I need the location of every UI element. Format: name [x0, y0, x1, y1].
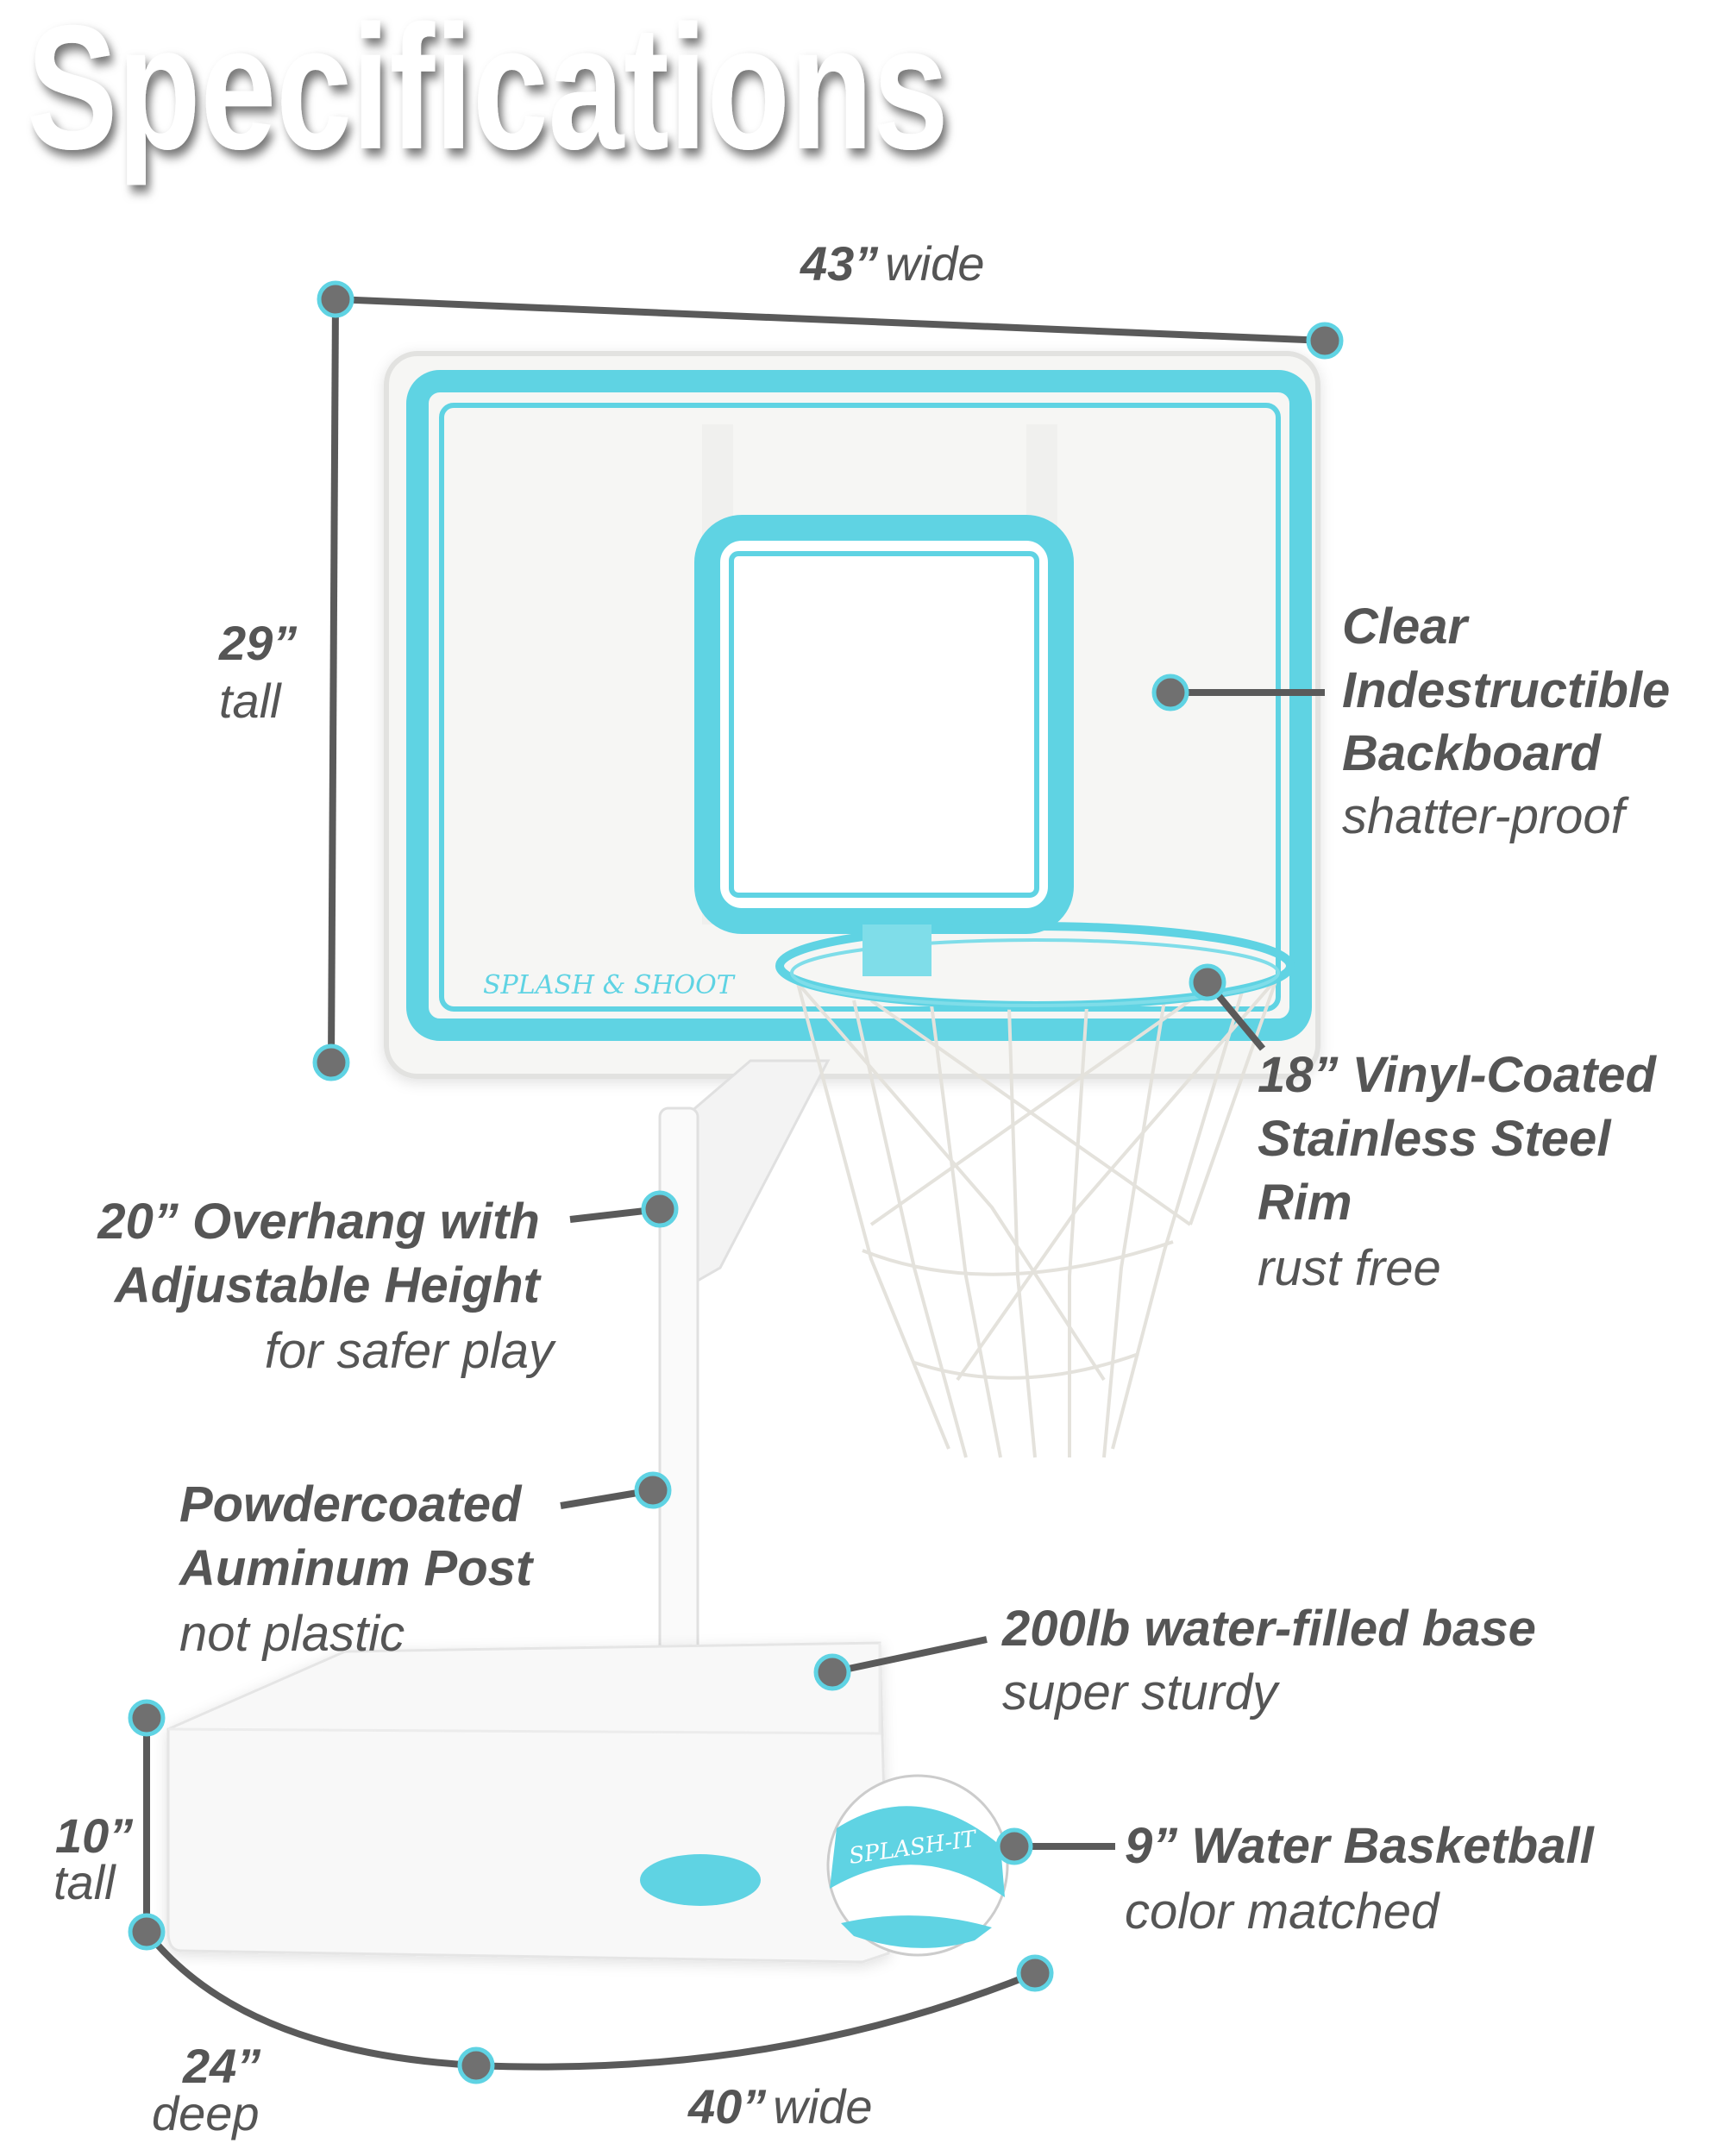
dimension-lines — [143, 296, 1326, 2071]
marker-dot — [317, 280, 354, 318]
backboard-height-label: 29” tall — [218, 616, 310, 728]
backboard-logo: SPLASH & SHOOT — [483, 970, 736, 1000]
water-basketball: SPLASH-IT — [826, 1774, 1009, 1957]
overhang-feature-label: 20” Overhang with Adjustable Height for … — [97, 1194, 556, 1379]
backboard: SPLASH & SHOOT — [384, 351, 1320, 1079]
marker-dot — [1016, 1954, 1054, 1992]
marker-dot — [128, 1699, 166, 1737]
marker-dot — [457, 2046, 495, 2084]
marker-dot — [813, 1653, 851, 1691]
net — [796, 977, 1278, 1458]
post-feature-label: Powdercoated Auminum Post not plastic — [178, 1476, 546, 1662]
marker-dot — [1306, 322, 1344, 360]
marker-dot — [634, 1471, 672, 1509]
rim-feature-label: 18” Vinyl-Coated Stainless Steel Rim rus… — [1258, 1047, 1670, 1296]
rim — [775, 922, 1295, 1010]
marker-dot — [128, 1913, 166, 1951]
marker-dot — [1189, 963, 1226, 1001]
base-feature-label: 200lb water-filled base super sturdy — [1001, 1601, 1550, 1720]
marker-dot — [641, 1190, 679, 1228]
marker-dot — [1151, 674, 1189, 711]
ball-feature-label: 9” Water Basketball color matched — [1125, 1818, 1608, 1940]
backboard-feature-label: Clear Indestructible Backboard shatter-p… — [1342, 599, 1684, 844]
base-width-label: 40”wide — [687, 2079, 872, 2134]
water-base — [166, 1641, 890, 1964]
marker-dot — [312, 1044, 350, 1081]
page-title: Specifications — [27, 0, 949, 185]
base-depth-label: 24” deep — [152, 2039, 274, 2140]
marker-dot — [995, 1827, 1033, 1865]
base-height-label: 10” tall — [53, 1808, 147, 1909]
post — [658, 1059, 831, 1774]
backboard-width-label: 43”wide — [800, 236, 984, 291]
base-logo-icon — [640, 1854, 761, 1906]
